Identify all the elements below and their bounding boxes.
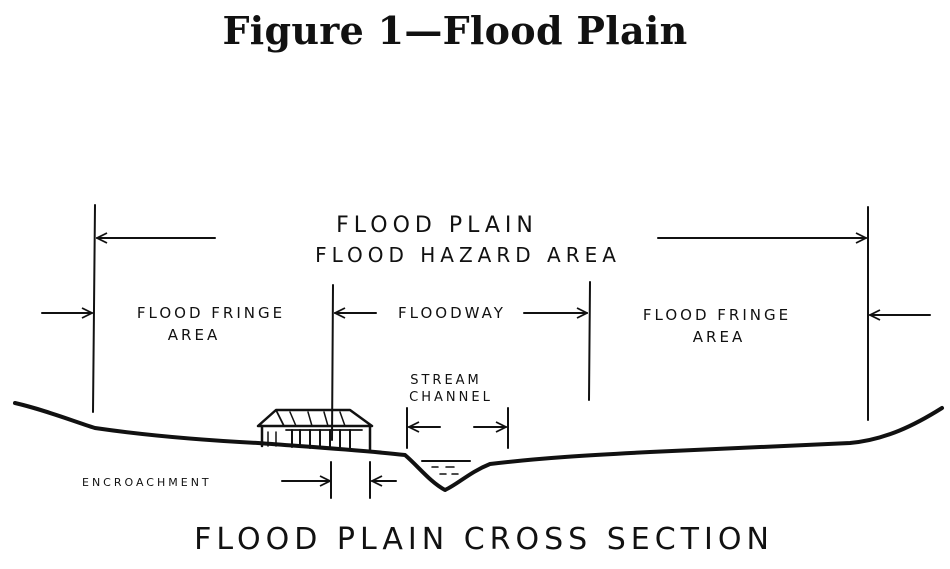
label-fringe-right-line2: AREA: [693, 328, 745, 346]
label-flood-hazard-area: FLOOD HAZARD AREA: [315, 243, 621, 267]
encroachment-dimension: [281, 461, 397, 499]
boundary-line-floodway-left: [331, 284, 334, 441]
ground-profile: [13, 401, 944, 492]
label-fringe-right-line1: FLOOD FRINGE: [643, 306, 791, 324]
label-fringe-left-line2: AREA: [168, 326, 220, 344]
stream-channel-dimension: [406, 407, 509, 449]
label-flood-plain: FLOOD PLAIN: [336, 213, 538, 238]
boundary-line-floodway-right: [588, 281, 591, 401]
label-fringe-left-line1: FLOOD FRINGE: [137, 304, 285, 322]
label-floodway: FLOODWAY: [398, 304, 506, 322]
boundary-line-left: [92, 204, 96, 413]
figure-title: Figure 1—Flood Plain: [222, 8, 688, 53]
label-stream-line1: STREAM: [410, 373, 482, 388]
cross-section-caption: FLOOD PLAIN CROSS SECTION: [194, 522, 774, 557]
house-icon: [256, 408, 374, 454]
label-encroachment: ENCROACHMENT: [82, 476, 212, 489]
stream-water: [421, 460, 471, 475]
label-stream-line2: CHANNEL: [409, 390, 493, 405]
fringe-outer-arrows: [41, 313, 931, 315]
